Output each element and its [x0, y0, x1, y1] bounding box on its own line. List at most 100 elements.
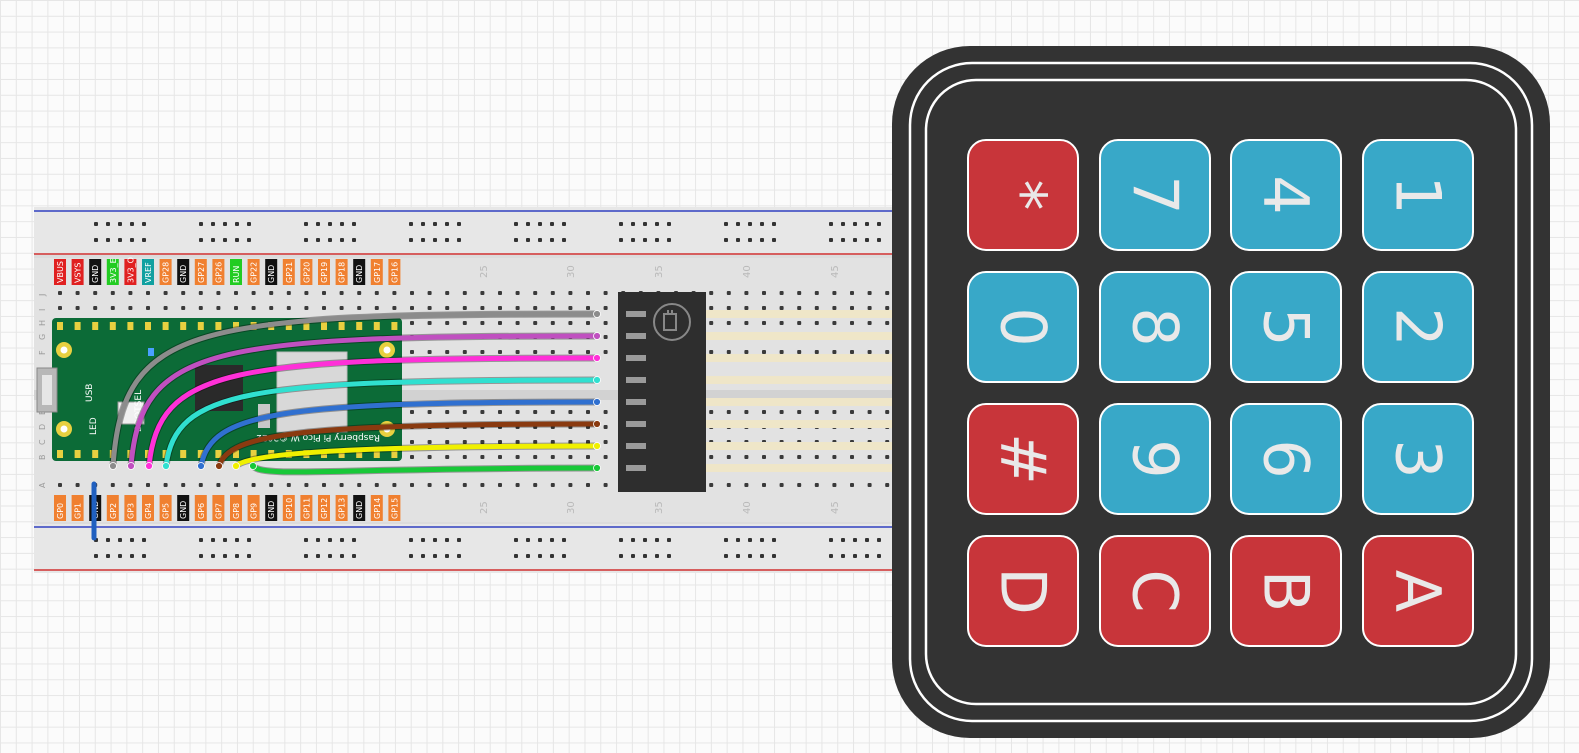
key-#[interactable]: # [967, 403, 1079, 515]
connector-strip [706, 376, 892, 384]
pin-label: GP21 [285, 262, 294, 283]
key-4[interactable]: 4 [1230, 139, 1342, 251]
rail-hole [643, 222, 647, 226]
terminal-hole [850, 483, 854, 487]
key-3[interactable]: 3 [1362, 403, 1474, 515]
terminal-hole [410, 410, 414, 414]
rail-hole [340, 238, 344, 242]
terminal-hole [726, 350, 731, 354]
terminal-hole [128, 306, 133, 310]
key-B[interactable]: B [1230, 535, 1342, 647]
terminal-hole [515, 440, 520, 444]
rail-hole [631, 238, 635, 242]
rail-hole [562, 222, 566, 226]
mount-hole-tr-inner [383, 346, 391, 354]
key-label: 2 [1382, 307, 1455, 346]
terminal-hole [462, 440, 467, 444]
terminal-hole [744, 321, 749, 325]
terminal-hole [251, 291, 256, 295]
pin-label: GND [355, 265, 364, 283]
key-*[interactable]: * [967, 139, 1079, 251]
pin-label-bg [318, 259, 330, 285]
terminal-hole [550, 306, 555, 310]
pin-label: GND [179, 265, 188, 283]
rail-hole [445, 222, 449, 226]
terminal-hole [550, 350, 555, 354]
key-2[interactable]: 2 [1362, 271, 1474, 383]
key-8[interactable]: 8 [1099, 271, 1211, 383]
rail-hole [562, 538, 566, 542]
row-letter: F [38, 350, 47, 355]
terminal-hole [339, 483, 344, 487]
rail-hole [655, 554, 659, 558]
key-0[interactable]: 0 [967, 271, 1079, 383]
pin-label: GND [91, 265, 100, 283]
key-D[interactable]: D [967, 535, 1079, 647]
key-C[interactable]: C [1099, 535, 1211, 647]
terminal-hole [603, 455, 608, 459]
terminal-hole [427, 483, 432, 487]
pico-pad [57, 450, 63, 458]
connector-pin [626, 333, 646, 339]
rail-hole [550, 238, 554, 242]
terminal-hole [427, 321, 432, 325]
rail-hole [445, 554, 449, 558]
key-5[interactable]: 5 [1230, 271, 1342, 383]
terminal-hole [814, 350, 819, 354]
terminal-hole [568, 455, 573, 459]
terminal-hole [163, 483, 168, 487]
terminal-hole [762, 455, 766, 459]
terminal-hole [603, 425, 608, 429]
key-cap [1099, 271, 1211, 383]
terminal-hole [445, 440, 450, 444]
terminal-hole [392, 291, 397, 295]
rail-hole [352, 538, 356, 542]
rail-hole [655, 238, 659, 242]
rail-hole [538, 222, 542, 226]
pin-label: GP27 [197, 262, 206, 283]
key-9[interactable]: 9 [1099, 403, 1211, 515]
pin-label-bg [318, 495, 330, 521]
pico-pad [373, 450, 380, 458]
terminal-hole [709, 291, 714, 295]
terminal-hole [797, 321, 802, 325]
pin-label: GP22 [250, 262, 259, 283]
row-letter: H [38, 320, 47, 326]
key-A[interactable]: A [1362, 535, 1474, 647]
pin-label: GP2 [109, 503, 118, 519]
pin-label: GP3 [126, 503, 135, 519]
wire-cyan [163, 377, 600, 469]
pico-pad [373, 322, 380, 330]
terminal-hole [445, 483, 450, 487]
rail-hole [130, 238, 134, 242]
terminal-hole [128, 483, 133, 487]
rail-hole [631, 554, 635, 558]
terminal-hole [427, 455, 432, 459]
terminal-hole [480, 455, 485, 459]
key-1[interactable]: 1 [1362, 139, 1474, 251]
terminal-hole [814, 291, 819, 295]
rail-hole [445, 238, 449, 242]
terminal-hole [762, 483, 766, 487]
terminal-hole [445, 350, 450, 354]
key-7[interactable]: 7 [1099, 139, 1211, 251]
rail-hole [211, 554, 215, 558]
terminal-hole [726, 321, 731, 325]
rail-hole [736, 538, 740, 542]
key-label: # [987, 433, 1060, 485]
top-rail-holes [94, 222, 881, 242]
terminal-hole [234, 291, 238, 295]
wire-magenta [146, 355, 600, 469]
rail-hole [724, 238, 728, 242]
connector-pin [626, 377, 646, 383]
pin-label: VSYS [74, 262, 83, 283]
pin-label: GP19 [320, 262, 329, 283]
pin-label: 3V3_O [126, 257, 135, 283]
pin-label-bg [335, 259, 348, 285]
terminal-hole [797, 410, 802, 414]
key-6[interactable]: 6 [1230, 403, 1342, 515]
terminal-hole [744, 306, 749, 310]
key-cap [1230, 535, 1342, 647]
rail-hole [760, 238, 764, 242]
terminal-hole [797, 483, 802, 487]
